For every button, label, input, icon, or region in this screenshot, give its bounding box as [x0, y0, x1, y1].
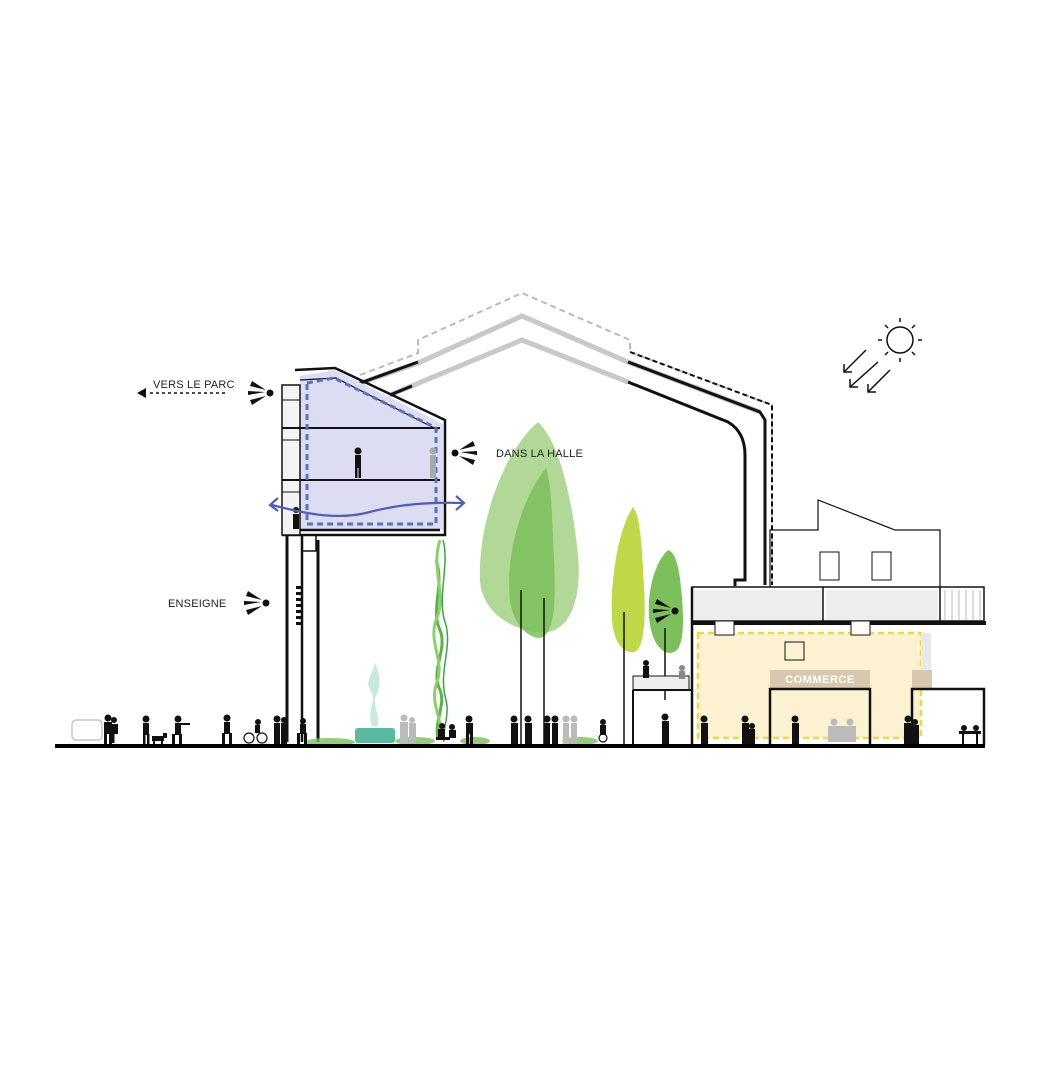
tree-canopy: [648, 550, 684, 653]
person-silhouette: [222, 714, 232, 744]
fountain: [355, 662, 395, 743]
roof-black-right: [627, 360, 767, 585]
suspended-volume: [268, 366, 466, 742]
roof-dashed-outline: [359, 291, 773, 585]
person-silhouette: [172, 715, 190, 744]
view-eye-icon: [248, 381, 274, 405]
roof-dashed-right: [629, 351, 773, 585]
label-enseigne: ENSEIGNE: [168, 598, 226, 610]
parked-car-outline: [71, 719, 103, 741]
person-silhouette: [465, 715, 473, 744]
back-building: [769, 499, 941, 587]
person-silhouette: [281, 717, 287, 744]
back-building-window: [819, 551, 840, 581]
trees: [479, 422, 684, 745]
person-silhouette: [749, 723, 755, 744]
person-silhouette: [661, 713, 669, 744]
roof-grey-inner: [389, 337, 629, 398]
person-silhouette: [142, 715, 150, 744]
person-silhouette: [273, 715, 281, 744]
label-vers-le-parc: VERS LE PARC: [153, 379, 235, 391]
person-silhouette: [543, 715, 551, 744]
person-silhouette: [791, 715, 799, 744]
person-silhouette: [449, 724, 456, 738]
enseigne-sign: [296, 586, 302, 625]
ground-line: [55, 744, 985, 748]
person-silhouette: [846, 718, 854, 726]
label-dans-la-halle: DANS LA HALLE: [496, 448, 583, 460]
commerce-label: COMMERCE: [785, 674, 854, 686]
person-silhouette: [679, 665, 685, 679]
person-silhouette: [570, 715, 578, 744]
interior-dashed-border: [305, 376, 438, 526]
hall-roof-outlines: [354, 291, 773, 586]
dotted-arrow-icon: [137, 388, 228, 398]
commerce-sign: [770, 670, 870, 688]
person-inside-silhouette: [354, 447, 362, 478]
person-silhouette: [904, 715, 912, 744]
cyclist-silhouette: [243, 719, 268, 744]
view-eye-icon: [451, 441, 477, 465]
person-silhouette: [111, 717, 118, 743]
commerce-building: COMMERCE: [632, 586, 986, 745]
person-silhouette: [741, 715, 749, 744]
person-silhouette: [400, 714, 408, 744]
person-silhouette: [104, 714, 112, 744]
person-silhouette: [562, 715, 570, 744]
terrace-table-silhouette: [959, 725, 981, 744]
person-silhouette: [436, 723, 450, 740]
dog-silhouette: [152, 733, 167, 744]
view-eye-icon: [653, 599, 679, 623]
person-inside-silhouette: [429, 447, 437, 478]
person-silhouette: [409, 717, 416, 744]
person-silhouette: [700, 715, 708, 744]
person-silhouette: [551, 715, 559, 744]
roof-black-inner-right: [627, 380, 747, 586]
person-silhouette: [828, 718, 856, 742]
person-silhouette: [297, 718, 307, 744]
sun-ray-arrow-icon: [843, 349, 891, 393]
person-silhouette: [643, 660, 649, 678]
view-eye-icon: [244, 591, 270, 615]
fountain-basin: [355, 728, 395, 743]
roof-black-left-lower: [389, 384, 413, 397]
tree-canopy: [611, 507, 645, 653]
interior-zone: [300, 370, 443, 530]
cyclist-silhouette: [598, 719, 608, 743]
person-silhouette: [524, 715, 532, 744]
sun-icon: [878, 318, 922, 362]
person-silhouette: [510, 715, 518, 744]
climbing-plant: [432, 539, 449, 743]
person-silhouette: [912, 719, 919, 744]
back-building-window: [871, 551, 892, 581]
people-silhouettes: [71, 660, 981, 744]
airflow-arrow-icon: [271, 501, 463, 518]
